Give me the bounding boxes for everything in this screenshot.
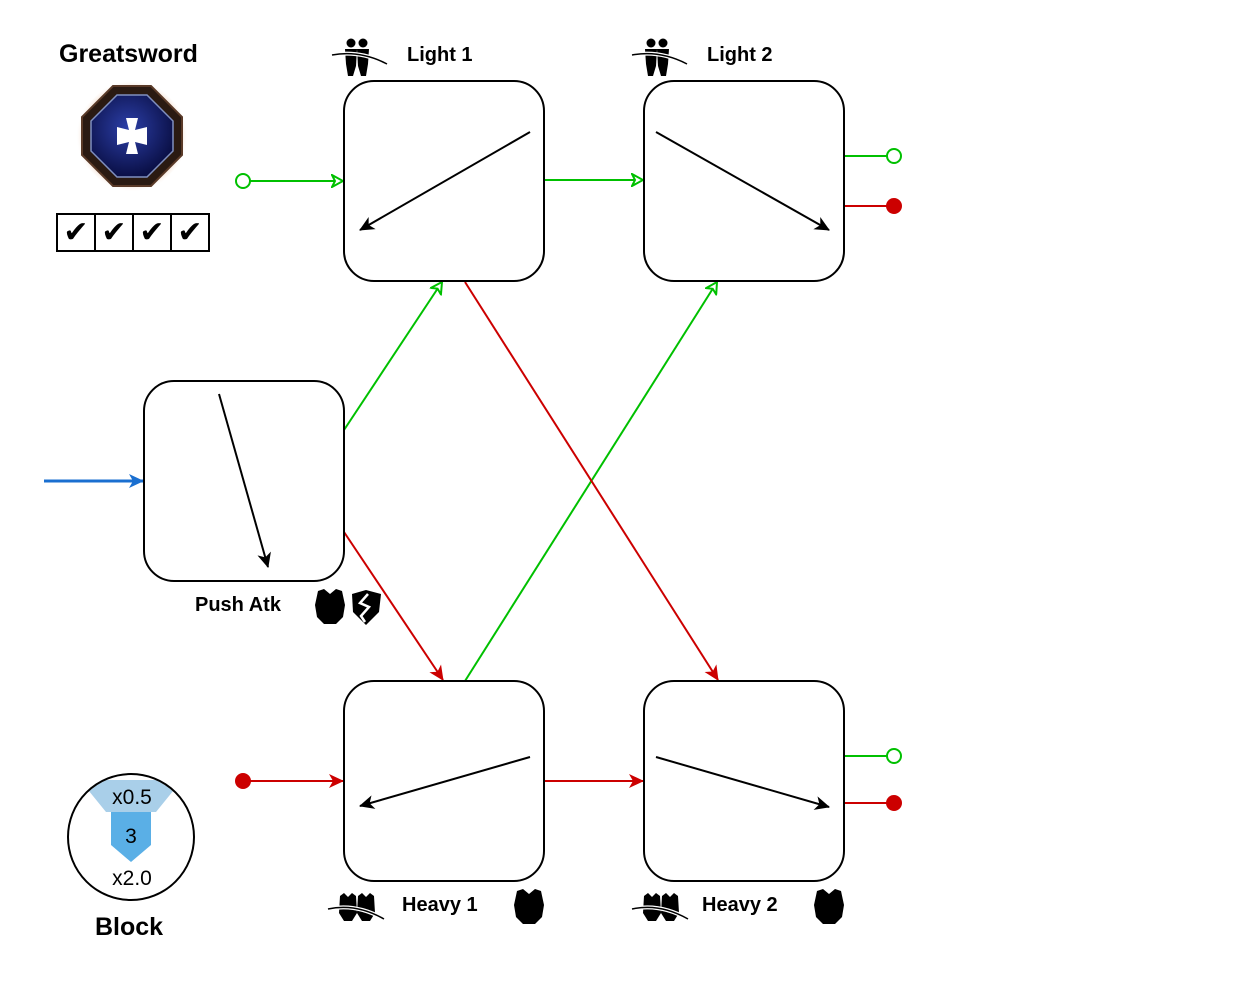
armor-icon [315, 589, 345, 624]
horizontal-sweep-icon [631, 38, 688, 76]
block-top-multiplier: x0.5 [112, 786, 152, 809]
swing-direction-arrow [655, 131, 830, 231]
node-label-light2: Light 2 [707, 44, 773, 66]
block-bottom-multiplier: x2.0 [112, 867, 152, 890]
node-heavy1[interactable] [343, 680, 545, 882]
node-light2[interactable] [643, 80, 845, 282]
swing-direction-arrow [655, 756, 830, 810]
armor-icon [514, 889, 544, 924]
heavy-sweep-icon [631, 893, 689, 921]
light2-heavy-output-port[interactable] [886, 198, 902, 214]
heavy2-light-output-port[interactable] [886, 748, 902, 764]
connections [44, 148, 902, 811]
checkbox[interactable]: ✔ [170, 213, 210, 252]
checkbox[interactable]: ✔ [56, 213, 96, 252]
broken-armor-icon [352, 590, 381, 625]
light-input-port[interactable] [235, 173, 251, 189]
templar-cross-gem-icon [76, 80, 188, 192]
swing-direction-arrow [359, 756, 531, 809]
weapon-title: Greatsword [59, 40, 198, 68]
node-label-light1: Light 1 [407, 44, 473, 66]
node-light1[interactable] [343, 80, 545, 282]
horizontal-sweep-icon [331, 38, 388, 76]
node-push[interactable] [143, 380, 345, 582]
conn-push-to-heavy1 [343, 531, 444, 681]
completion-checkboxes: ✔ ✔ ✔ ✔ [56, 213, 210, 252]
conn-push-to-light1 [343, 282, 442, 431]
node-label-heavy1: Heavy 1 [402, 894, 478, 916]
heavy-input-port[interactable] [235, 773, 251, 789]
block-label: Block [95, 913, 164, 941]
checkbox[interactable]: ✔ [132, 213, 172, 252]
heavy2-heavy-output-port[interactable] [886, 795, 902, 811]
block-value: 3 [125, 825, 137, 848]
swing-direction-arrow [359, 131, 531, 231]
node-label-heavy2: Heavy 2 [702, 894, 778, 916]
swing-direction-arrow [218, 393, 271, 568]
block-gauge: x0.5 3 x2.0 [67, 773, 195, 901]
light2-light-output-port[interactable] [886, 148, 902, 164]
armor-icon [814, 889, 844, 924]
conn-light1-to-heavy2 [464, 281, 719, 681]
node-label-push: Push Atk [195, 594, 281, 616]
heavy-sweep-icon [327, 893, 385, 921]
checkbox[interactable]: ✔ [94, 213, 134, 252]
node-heavy2[interactable] [643, 680, 845, 882]
